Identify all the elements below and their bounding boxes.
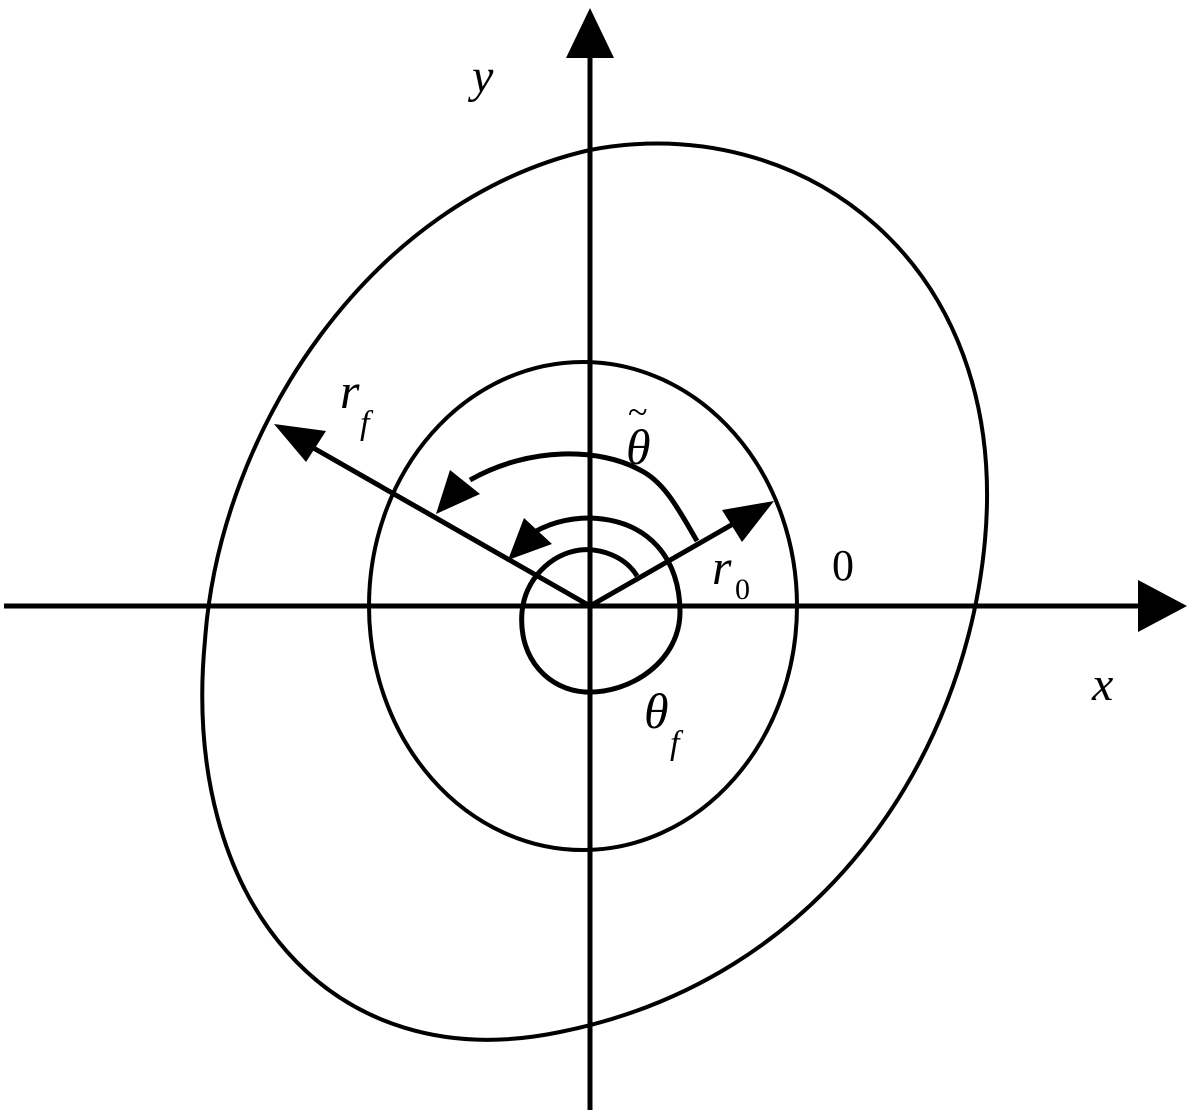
y-axis-label: y [467,50,494,103]
r0-vector-arrowhead [722,501,774,542]
middle-circle [367,360,799,852]
theta-tilde-arc [468,451,700,543]
rf-label: r f [340,363,374,442]
theta-f-label: θ f [644,683,684,762]
svg-text:f: f [360,405,374,442]
x-axis-arrowhead [1138,580,1187,632]
theta-tilde-label: ~ θ [626,392,651,475]
rf-vector-arrowhead [274,424,326,462]
zero-angle-label: 0 [832,541,854,590]
svg-text:r: r [340,363,360,419]
y-axis-arrowhead [566,8,614,58]
r0-vector-line [588,517,742,609]
svg-text:f: f [670,725,684,762]
x-axis-label: x [1091,658,1113,711]
svg-text:θ: θ [626,419,651,475]
r0-label: r 0 [712,539,750,606]
theta-f-spiral [519,515,683,695]
theta-tilde-arrowhead [436,470,480,514]
svg-text:~: ~ [628,392,647,432]
svg-text:0: 0 [735,573,750,606]
rf-vector-line [308,443,592,609]
svg-text:θ: θ [644,683,669,739]
theta-f-arrowhead [508,518,552,560]
outer-orbit-curve [200,141,989,1042]
svg-text:r: r [712,539,732,595]
